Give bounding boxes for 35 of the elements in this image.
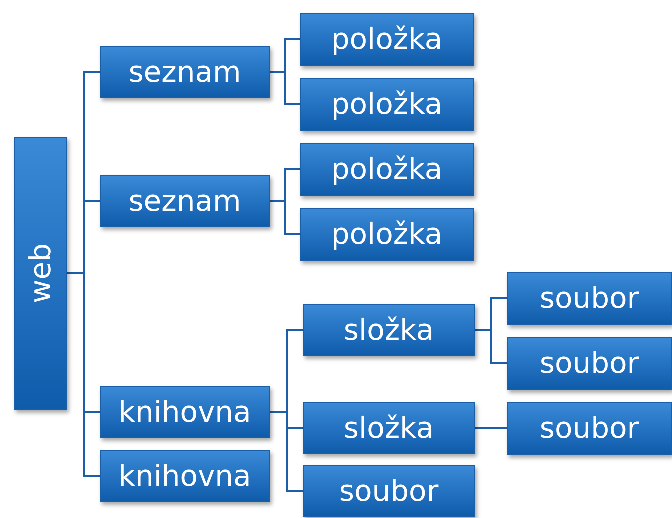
node-label: soubor — [339, 476, 439, 506]
node-label: soubor — [540, 349, 640, 378]
connector-line — [270, 71, 300, 106]
node-label: seznam — [128, 58, 242, 86]
connector-line — [270, 200, 300, 236]
node-label: knihovna — [118, 398, 252, 426]
tree-box — [14, 137, 67, 410]
tree-box — [300, 143, 474, 196]
tree-box — [100, 46, 270, 98]
tree-box — [303, 402, 475, 454]
node-label: složka — [344, 414, 434, 442]
node-label: soubor — [540, 414, 640, 443]
connector-line — [475, 427, 507, 430]
tree-box — [300, 208, 474, 261]
connector-line — [270, 411, 303, 492]
tree-box — [507, 337, 672, 390]
node-label: složka — [344, 316, 434, 344]
tree-box — [303, 304, 475, 356]
node-label: web — [26, 244, 55, 304]
tree-box — [300, 78, 474, 131]
tree-box — [100, 386, 270, 438]
connector-line — [67, 272, 100, 477]
node-label: seznam — [128, 186, 242, 216]
node-label: soubor — [540, 284, 640, 313]
node-label: položka — [331, 155, 443, 184]
tree-box — [100, 175, 270, 227]
tree-box — [100, 450, 270, 502]
node-label: položka — [331, 25, 443, 54]
node-label: položka — [331, 90, 443, 119]
tree-box — [300, 13, 474, 66]
tree-box — [507, 402, 672, 455]
node-label: položka — [331, 220, 443, 249]
tree-box — [303, 465, 475, 517]
tree-box — [507, 272, 672, 325]
node-label: knihovna — [118, 462, 252, 490]
